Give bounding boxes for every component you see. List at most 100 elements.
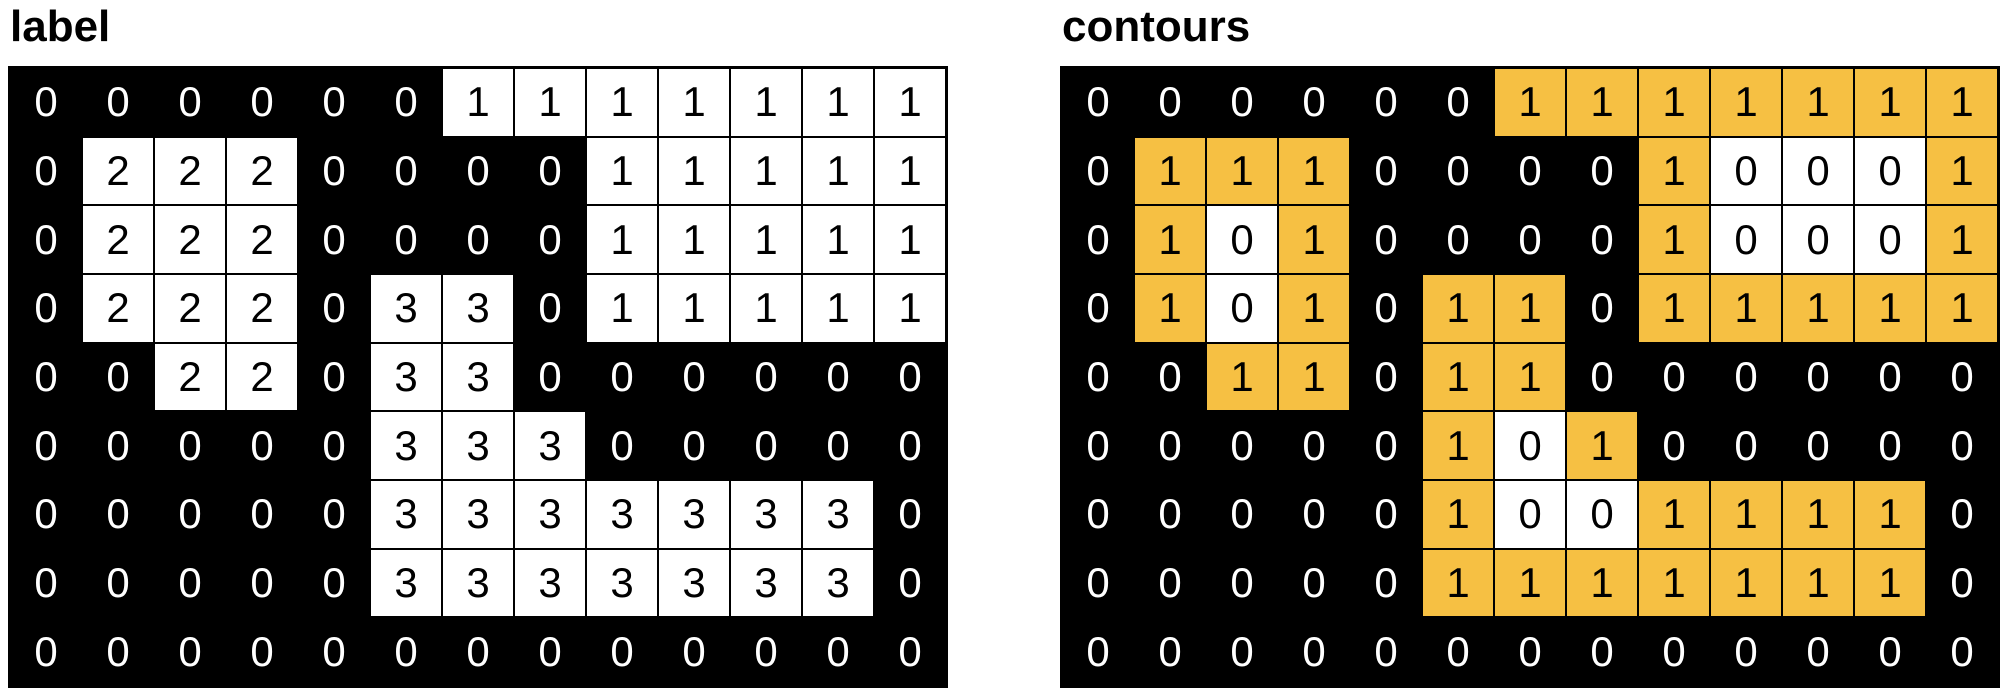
grid-cell: 0 <box>298 479 370 549</box>
grid-cell: 0 <box>586 411 658 480</box>
grid-cell: 1 <box>1782 479 1854 549</box>
grid-cell: 0 <box>226 548 298 618</box>
grid-cell: 0 <box>1062 68 1134 137</box>
grid-cell: 0 <box>1926 548 1998 618</box>
grid-cell: 3 <box>514 411 586 480</box>
grid-cell: 1 <box>730 205 802 274</box>
grid-cell: 0 <box>874 411 946 480</box>
grid-cell: 0 <box>1062 273 1134 343</box>
grid-cell: 0 <box>1350 68 1422 137</box>
grid-cell: 0 <box>802 411 874 480</box>
grid-cell: 1 <box>802 136 874 206</box>
grid-cell: 0 <box>658 342 730 412</box>
grid-cell: 0 <box>1134 548 1206 618</box>
grid-cell: 0 <box>1206 68 1278 137</box>
grid-cell: 0 <box>1638 342 1710 412</box>
grid-cell: 0 <box>370 136 442 206</box>
grid-cell: 0 <box>298 411 370 480</box>
grid-cell: 0 <box>1350 273 1422 343</box>
grid-cell: 1 <box>874 205 946 274</box>
grid-cell: 0 <box>1566 273 1638 343</box>
grid-cell: 0 <box>1350 479 1422 549</box>
grid-cell: 1 <box>1134 136 1206 206</box>
grid-cell: 0 <box>1494 617 1566 686</box>
grid-cell: 0 <box>1926 411 1998 480</box>
grid-cell: 2 <box>154 342 226 412</box>
grid-cell: 1 <box>1494 548 1566 618</box>
grid-cell: 0 <box>514 617 586 686</box>
grid-cell: 0 <box>154 411 226 480</box>
grid-cell: 0 <box>370 205 442 274</box>
grid-cell: 1 <box>1710 273 1782 343</box>
grid-cell: 0 <box>586 342 658 412</box>
grid-cell: 0 <box>514 205 586 274</box>
grid-cell: 0 <box>730 342 802 412</box>
grid-cell: 0 <box>298 136 370 206</box>
grid-cell: 0 <box>298 548 370 618</box>
grid-cell: 1 <box>1422 273 1494 343</box>
grid-cell: 3 <box>442 342 514 412</box>
grid-cell: 0 <box>226 479 298 549</box>
grid-cell: 1 <box>1638 136 1710 206</box>
grid-cell: 3 <box>514 479 586 549</box>
grid-cell: 0 <box>226 617 298 686</box>
grid-cell: 1 <box>1926 205 1998 274</box>
grid-cell: 1 <box>1494 68 1566 137</box>
grid-cell: 1 <box>658 205 730 274</box>
grid-cell: 0 <box>514 273 586 343</box>
grid-cell: 1 <box>1638 205 1710 274</box>
grid-cell: 0 <box>298 205 370 274</box>
grid-cell: 2 <box>226 136 298 206</box>
grid-cell: 0 <box>1422 617 1494 686</box>
grid-cell: 0 <box>82 342 154 412</box>
grid-cell: 0 <box>1854 617 1926 686</box>
grid-cell: 0 <box>1422 205 1494 274</box>
grid-cell: 0 <box>370 617 442 686</box>
grid-cell: 0 <box>1062 411 1134 480</box>
grid-cell: 0 <box>1782 205 1854 274</box>
grid-cell: 1 <box>658 68 730 137</box>
grid-cell: 1 <box>874 68 946 137</box>
grid-cell: 1 <box>1782 548 1854 618</box>
grid-cell: 3 <box>658 479 730 549</box>
grid-cell: 0 <box>658 411 730 480</box>
grid-cell: 0 <box>1062 205 1134 274</box>
grid-cell: 0 <box>1710 136 1782 206</box>
grid-cell: 3 <box>730 548 802 618</box>
grid-cell: 1 <box>658 273 730 343</box>
grid-cell: 1 <box>1566 548 1638 618</box>
grid-cell: 0 <box>226 411 298 480</box>
grid-cell: 2 <box>154 205 226 274</box>
grid-cell: 1 <box>1206 342 1278 412</box>
grid-cell: 0 <box>1638 411 1710 480</box>
grid-cell: 0 <box>1566 342 1638 412</box>
grid-cell: 0 <box>1350 411 1422 480</box>
grid-cell: 0 <box>1566 136 1638 206</box>
grid-cell: 0 <box>82 548 154 618</box>
grid-cell: 1 <box>1710 68 1782 137</box>
grid-cell: 0 <box>1134 411 1206 480</box>
grid-cell: 0 <box>1710 205 1782 274</box>
grid-cell: 1 <box>1422 479 1494 549</box>
grid-cell: 2 <box>154 273 226 343</box>
grid-cell: 0 <box>1566 617 1638 686</box>
grid-cell: 0 <box>10 617 82 686</box>
grid-cell: 0 <box>874 548 946 618</box>
grid-cell: 0 <box>514 342 586 412</box>
grid-cell: 1 <box>730 136 802 206</box>
grid-cell: 0 <box>1206 479 1278 549</box>
grid-cell: 0 <box>10 68 82 137</box>
grid-cell: 0 <box>226 68 298 137</box>
grid-cell: 0 <box>1854 342 1926 412</box>
grid-cell: 0 <box>10 479 82 549</box>
grid-cell: 3 <box>370 273 442 343</box>
grid-cell: 0 <box>1278 479 1350 549</box>
grid-cell: 0 <box>1278 411 1350 480</box>
grid-cell: 0 <box>298 68 370 137</box>
grid-cell: 0 <box>298 342 370 412</box>
grid-cell: 0 <box>10 205 82 274</box>
grid-cell: 1 <box>874 136 946 206</box>
grid-cell: 2 <box>226 342 298 412</box>
grid-cell: 0 <box>1926 342 1998 412</box>
